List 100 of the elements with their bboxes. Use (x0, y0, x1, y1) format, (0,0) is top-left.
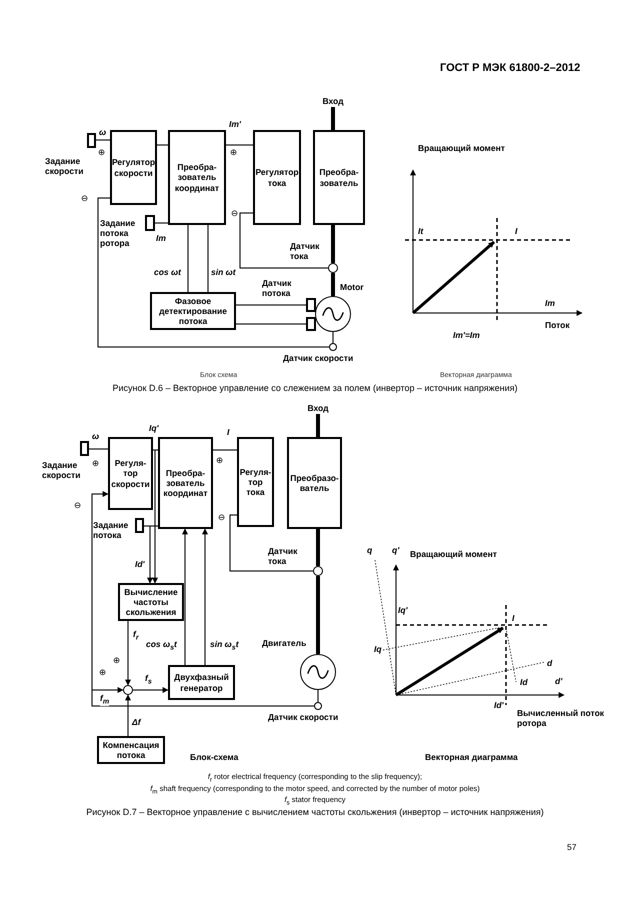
block-box (168, 130, 226, 225)
block-box (287, 437, 342, 529)
block-box (313, 130, 365, 225)
node-caption: Motor (340, 282, 365, 292)
text-label: Im (545, 298, 555, 308)
setpoint-box (145, 215, 155, 231)
connector (152, 450, 158, 584)
motor-symbol (300, 654, 336, 690)
power-line (331, 273, 335, 296)
power-line (316, 529, 320, 566)
connector (230, 514, 314, 572)
text-label: d (547, 658, 552, 668)
node-caption: Датчик скорости (268, 712, 340, 722)
sensor-circle (329, 343, 337, 351)
block-title: Регуля-тор тока (238, 466, 272, 498)
text-label: Id' (494, 700, 504, 710)
block-title: Фазовое детектирование потока (158, 296, 228, 326)
node-caption: Датчик потока (262, 278, 292, 298)
text-label: ⊕ (99, 667, 107, 678)
text-label: ⊖ (74, 500, 82, 510)
node-caption: Задание потока ротора (100, 218, 136, 249)
block-box (150, 292, 236, 330)
sensor-circle (313, 566, 323, 576)
block-box (237, 437, 274, 527)
edge-label: sin ω$_{s}$t (210, 640, 239, 652)
text-label: I (515, 226, 518, 236)
text-label: q (367, 545, 372, 556)
connector (144, 526, 153, 584)
setpoint-box (135, 518, 144, 533)
block-box (97, 736, 165, 764)
edge-label: Im (156, 234, 166, 244)
sensor-circle (328, 263, 338, 273)
connector (125, 694, 131, 736)
text-label: It (418, 226, 424, 236)
connector (132, 687, 169, 693)
text-label: ⊖ (231, 208, 239, 218)
power-line (316, 576, 320, 654)
power-line (331, 225, 335, 263)
setpoint-box (80, 441, 89, 456)
connector (156, 144, 168, 146)
block-box (110, 130, 157, 205)
edge-label: Iq' (149, 424, 159, 434)
text-label: ⊕ (98, 147, 106, 158)
sensor-circle (314, 702, 322, 710)
node-caption: Датчик скорости (283, 353, 354, 364)
connector (125, 620, 131, 686)
edge-label: Δf (132, 718, 141, 728)
block-title: Регулятор тока (254, 167, 300, 188)
block-title: Преобразо-ватель (289, 472, 340, 494)
edge-label: sin ωt (211, 268, 236, 278)
connector (98, 198, 330, 348)
setpoint-box (87, 133, 96, 148)
summing-junction (123, 685, 133, 695)
text-label: Iq' (398, 605, 408, 616)
block-box (158, 437, 213, 529)
block-title: Компенсация потока (102, 740, 160, 760)
connector (202, 528, 208, 666)
input-label: Вход (303, 402, 333, 414)
connector (236, 304, 306, 306)
text-label: 57 (567, 842, 576, 852)
connector (226, 144, 254, 146)
input-label: Вход (318, 95, 348, 107)
text-label: ⊕ (92, 458, 100, 468)
header-text: ГОСТ Р МЭК 61800-2–2012 (440, 62, 580, 76)
text-label: Im'=Im (453, 330, 480, 340)
node-caption: Задание скорости (42, 460, 82, 480)
motor-symbol (315, 296, 351, 332)
edge-label: cos ωt (154, 268, 181, 278)
text-label: Вычисленный поток ротора (517, 708, 606, 728)
figure-caption: Рисунок D.6 – Векторное управление со слежением за полем (инвертор – источник напряжения) (112, 383, 518, 394)
text-label: I (512, 613, 514, 624)
power-line (331, 107, 335, 130)
edge-label: cos ω$_{s}$t (146, 640, 177, 652)
edge-label: ω (99, 128, 106, 138)
node-caption: Задание потока (93, 520, 130, 540)
node-caption: Двигатель (262, 638, 308, 648)
block-title: Регулятор скорости (110, 157, 156, 178)
sensor-box (306, 298, 316, 312)
block-title: Двухфазный генератор (173, 672, 230, 693)
connector (332, 332, 334, 344)
edge-label: I (227, 428, 230, 438)
block-title: Преобра-зователь координат (174, 162, 220, 193)
text-label: Блок-схема (190, 752, 238, 762)
text-label: ⊖ (218, 512, 226, 522)
block-box (108, 437, 153, 510)
connector (182, 528, 188, 666)
text-label: Векторная диаграмма (425, 752, 518, 762)
edge-label: Id' (135, 560, 145, 570)
power-line (316, 414, 320, 437)
connector (240, 212, 328, 268)
text-label: q' (392, 545, 400, 556)
connector (154, 222, 168, 224)
connector (88, 448, 108, 450)
figure-caption: Рисунок D.7 – Векторное управление с вычислением частоты скольжения (инвертор – источник напряжения) (86, 807, 544, 818)
text-label: Iq (374, 644, 382, 654)
text-label: Поток (545, 320, 570, 330)
text-label: ⊕ (230, 147, 238, 158)
edge-label: f$_{r}$ (133, 630, 139, 642)
block-title: Преобра-зователь (318, 167, 360, 188)
text-label: Id (520, 677, 528, 688)
